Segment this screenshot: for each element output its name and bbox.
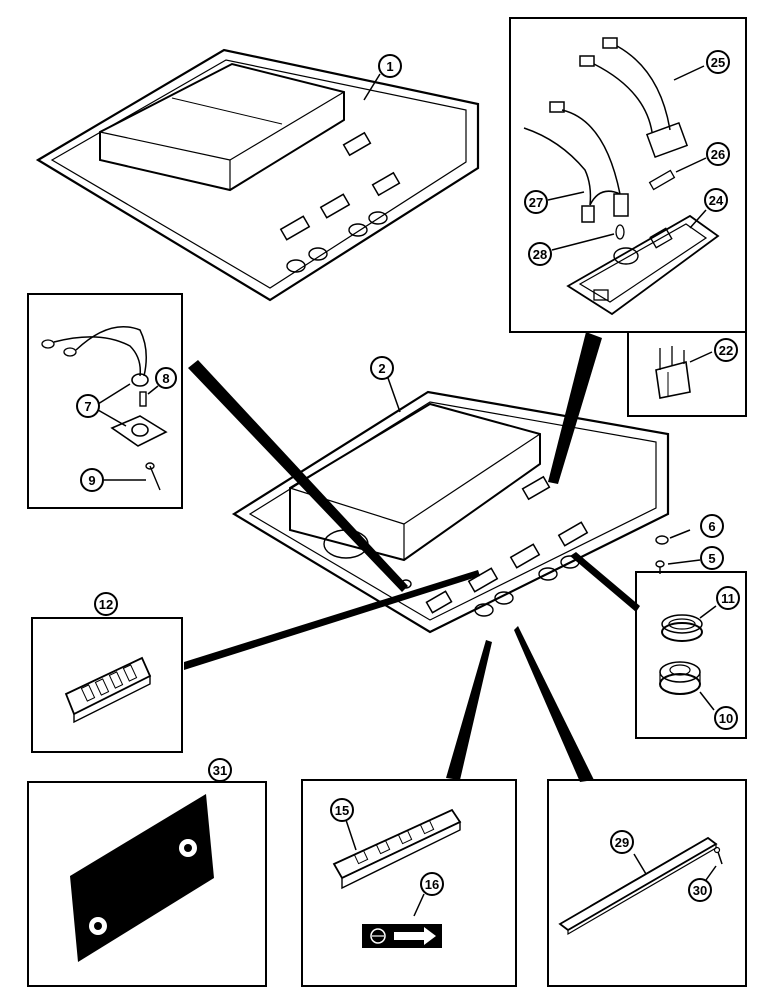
leader-10 (699, 691, 715, 711)
knob-10 (659, 661, 701, 695)
callout-30: 30 (688, 878, 712, 902)
leader-6 (669, 529, 691, 539)
svg-text:31: 31 (213, 763, 227, 778)
svg-text:30: 30 (693, 883, 707, 898)
callout-8: 8 (155, 367, 177, 389)
callout-1: 1 (378, 54, 402, 78)
svg-text:29: 29 (615, 835, 629, 850)
switch-panel-12 (64, 656, 152, 724)
callout-7: 7 (76, 394, 100, 418)
top-panel-upper (35, 48, 480, 302)
callout-28: 28 (528, 242, 552, 266)
inset-parts-15-16 (301, 779, 517, 987)
svg-text:15: 15 (335, 803, 349, 818)
leader-7b (97, 409, 127, 427)
svg-text:16: 16 (425, 877, 439, 892)
leader-24 (689, 209, 707, 229)
inset-parts-7-8-9 (27, 293, 183, 509)
callout-16: 16 (420, 872, 444, 896)
callout-31: 31 (208, 758, 232, 782)
leader-29 (633, 853, 647, 875)
leader-30 (705, 865, 717, 881)
cover-plate-31 (70, 794, 214, 962)
inset-parts-10-11 (635, 571, 747, 739)
screw-30 (713, 846, 723, 865)
svg-text:9: 9 (88, 473, 95, 488)
switch-22 (655, 346, 691, 399)
leader-5 (667, 559, 701, 565)
svg-text:27: 27 (529, 195, 543, 210)
callout-5: 5 (700, 546, 724, 570)
leader-26 (675, 157, 707, 173)
callout-22: 22 (714, 338, 738, 362)
svg-text:22: 22 (719, 343, 733, 358)
svg-text:1: 1 (386, 59, 393, 74)
callout-2: 2 (370, 356, 394, 380)
svg-text:6: 6 (708, 519, 715, 534)
label-16 (362, 924, 442, 948)
leader-16 (413, 893, 425, 917)
svg-text:2: 2 (378, 361, 385, 376)
leader-8 (147, 385, 159, 395)
callout-24: 24 (704, 188, 728, 212)
svg-text:28: 28 (533, 247, 547, 262)
svg-text:26: 26 (711, 147, 725, 162)
terminal-block-7 (41, 326, 168, 491)
leader-27 (547, 191, 585, 201)
leader-22 (689, 351, 713, 363)
switch-bar-15 (332, 808, 462, 890)
callout-15: 15 (330, 798, 354, 822)
svg-text:11: 11 (721, 591, 735, 606)
svg-text:5: 5 (708, 551, 715, 566)
callout-6: 6 (700, 514, 724, 538)
callout-25: 25 (706, 50, 730, 74)
leader-1 (363, 73, 381, 101)
svg-text:25: 25 (711, 55, 725, 70)
callout-26: 26 (706, 142, 730, 166)
leader-2 (387, 377, 401, 413)
svg-text:8: 8 (162, 371, 169, 386)
inset-parts-29-30 (547, 779, 747, 987)
svg-text:12: 12 (99, 597, 113, 612)
callout-27: 27 (524, 190, 548, 214)
leader-28 (551, 233, 615, 251)
svg-text:10: 10 (719, 711, 733, 726)
svg-text:7: 7 (84, 399, 91, 414)
callout-10: 10 (714, 706, 738, 730)
callout-9: 9 (80, 468, 104, 492)
inset-part-22 (627, 331, 747, 417)
top-panel-main (231, 390, 670, 634)
svg-text:24: 24 (709, 193, 724, 208)
callout-11: 11 (716, 586, 740, 610)
leader-11 (699, 605, 717, 619)
nut-6 (655, 535, 669, 545)
leader-15 (345, 819, 357, 851)
knob-ring-11 (661, 614, 703, 642)
inset-part-12 (31, 617, 183, 753)
callout-12: 12 (94, 592, 118, 616)
inset-part-31 (27, 781, 267, 987)
inset-connectors (184, 332, 640, 782)
harness-parts (523, 37, 720, 316)
callout-29: 29 (610, 830, 634, 854)
leader-7a (97, 383, 131, 405)
leader-25 (673, 65, 705, 81)
